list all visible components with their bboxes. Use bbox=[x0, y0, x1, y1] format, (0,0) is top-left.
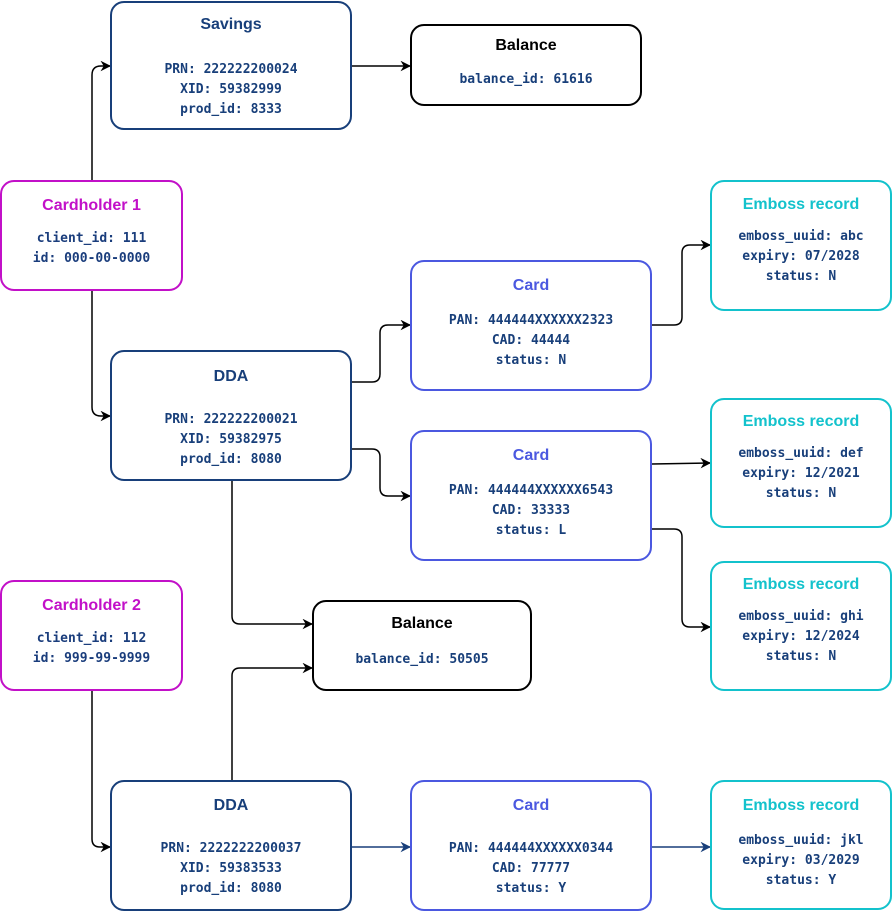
node-title: Savings bbox=[200, 16, 262, 33]
edge-dda1-balance2 bbox=[231, 481, 314, 630]
emboss-record-node[interactable]: Emboss record emboss_uuid: ghi expiry: 1… bbox=[710, 561, 892, 691]
edge-card2-emboss2 bbox=[651, 457, 712, 469]
xid-value: XID: 59382999 bbox=[180, 82, 282, 97]
edge-cardholder2-dda2 bbox=[91, 691, 112, 853]
expiry-value: expiry: 12/2021 bbox=[742, 466, 860, 481]
card-node[interactable]: Card PAN: 444444XXXXXX6543 CAD: 33333 st… bbox=[410, 430, 652, 561]
node-title: DDA bbox=[213, 368, 249, 385]
pan-value: PAN: 444444XXXXXX0344 bbox=[448, 841, 614, 856]
savings-node[interactable]: Savings PRN: 222222200024 XID: 59382999 … bbox=[110, 1, 352, 130]
cardholder-node[interactable]: Cardholder 2 client_id: 112 id: 999-99-9… bbox=[0, 580, 183, 691]
prod-id-value: prod_id: 8080 bbox=[180, 881, 282, 896]
id-value: id: 000-00-0000 bbox=[32, 251, 151, 266]
balance-node[interactable]: Balance balance_id: 61616 bbox=[410, 24, 642, 106]
status-value: status: Y bbox=[495, 881, 567, 896]
cad-value: CAD: 44444 bbox=[491, 333, 571, 348]
xid-value: XID: 59383533 bbox=[180, 861, 282, 876]
node-title: Cardholder 1 bbox=[42, 197, 141, 214]
node-title: Emboss record bbox=[742, 413, 860, 430]
node-title: Cardholder 2 bbox=[42, 597, 141, 614]
card-node[interactable]: Card PAN: 444444XXXXXX0344 CAD: 77777 st… bbox=[410, 780, 652, 911]
dda-node[interactable]: DDA PRN: 222222200021 XID: 59382975 prod… bbox=[110, 350, 352, 481]
prn-value: PRN: 222222200024 bbox=[164, 62, 298, 77]
edge-dda1-card2 bbox=[352, 448, 412, 502]
balance-id-value: balance_id: 50505 bbox=[355, 652, 489, 667]
expiry-value: expiry: 07/2028 bbox=[742, 249, 860, 264]
pan-value: PAN: 444444XXXXXX2323 bbox=[448, 313, 614, 328]
status-value: status: N bbox=[765, 269, 837, 284]
edge-cardholder1-savings bbox=[91, 60, 112, 180]
pan-value: PAN: 444444XXXXXX6543 bbox=[448, 483, 614, 498]
xid-value: XID: 59382975 bbox=[180, 432, 282, 447]
status-value: status: Y bbox=[765, 873, 837, 888]
node-title: DDA bbox=[213, 797, 249, 814]
node-title: Card bbox=[512, 447, 550, 464]
edge-dda1-card1 bbox=[352, 319, 412, 383]
cardholder-node[interactable]: Cardholder 1 client_id: 111 id: 000-00-0… bbox=[0, 180, 183, 291]
emboss-uuid-value: emboss_uuid: jkl bbox=[738, 833, 864, 848]
edge-card2-emboss3 bbox=[652, 528, 712, 633]
edge-card1-emboss1 bbox=[652, 239, 712, 326]
emboss-uuid-value: emboss_uuid: abc bbox=[738, 229, 864, 244]
prn-value: PRN: 2222222200037 bbox=[160, 841, 302, 856]
cad-value: CAD: 77777 bbox=[491, 861, 571, 876]
emboss-record-node[interactable]: Emboss record emboss_uuid: jkl expiry: 0… bbox=[710, 780, 892, 910]
client-id-value: client_id: 112 bbox=[36, 631, 147, 646]
status-value: status: N bbox=[495, 353, 567, 368]
status-value: status: N bbox=[765, 649, 837, 664]
expiry-value: expiry: 12/2024 bbox=[742, 629, 860, 644]
balance-id-value: balance_id: 61616 bbox=[459, 72, 593, 87]
prod-id-value: prod_id: 8080 bbox=[180, 452, 282, 467]
node-title: Emboss record bbox=[742, 576, 860, 593]
status-value: status: L bbox=[495, 523, 567, 538]
edge-cardholder1-dda1 bbox=[91, 291, 112, 422]
edge-dda2-balance2 bbox=[231, 662, 314, 780]
node-title: Emboss record bbox=[742, 196, 860, 213]
node-title: Balance bbox=[495, 37, 557, 54]
id-value: id: 999-99-9999 bbox=[32, 651, 151, 666]
status-value: status: N bbox=[765, 486, 837, 501]
balance-node[interactable]: Balance balance_id: 50505 bbox=[312, 600, 532, 691]
card-node[interactable]: Card PAN: 444444XXXXXX2323 CAD: 44444 st… bbox=[410, 260, 652, 391]
cad-value: CAD: 33333 bbox=[491, 503, 571, 518]
expiry-value: expiry: 03/2029 bbox=[742, 853, 860, 868]
emboss-record-node[interactable]: Emboss record emboss_uuid: abc expiry: 0… bbox=[710, 180, 892, 311]
node-title: Emboss record bbox=[742, 797, 860, 814]
prn-value: PRN: 222222200021 bbox=[164, 412, 298, 427]
emboss-uuid-value: emboss_uuid: def bbox=[738, 446, 864, 461]
client-id-value: client_id: 111 bbox=[36, 231, 147, 246]
node-title: Balance bbox=[391, 615, 453, 632]
emboss-record-node[interactable]: Emboss record emboss_uuid: def expiry: 1… bbox=[710, 398, 892, 528]
node-title: Card bbox=[512, 797, 550, 814]
prod-id-value: prod_id: 8333 bbox=[180, 102, 282, 117]
dda-node[interactable]: DDA PRN: 2222222200037 XID: 59383533 pro… bbox=[110, 780, 352, 911]
emboss-uuid-value: emboss_uuid: ghi bbox=[738, 609, 864, 624]
node-title: Card bbox=[512, 277, 550, 294]
